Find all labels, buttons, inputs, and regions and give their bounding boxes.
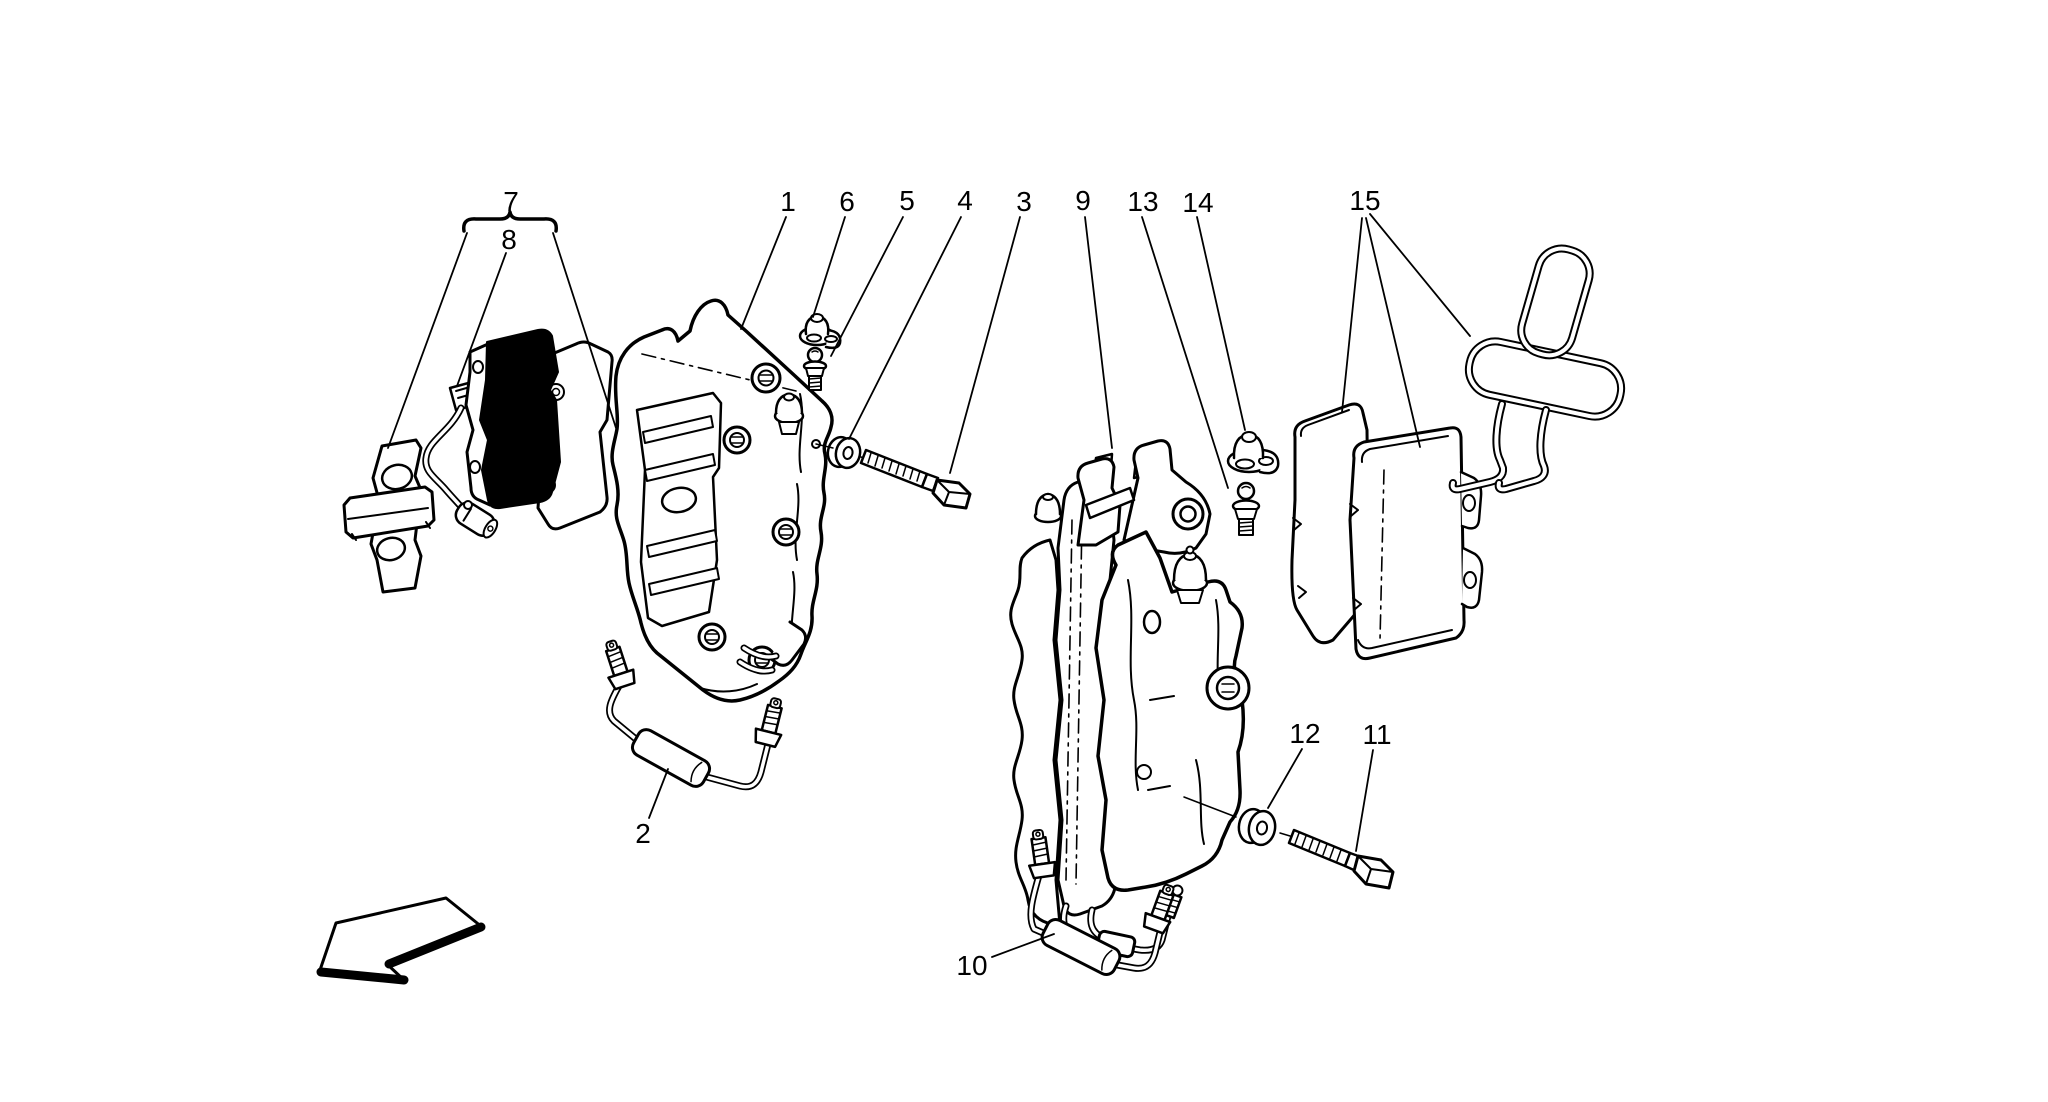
caliper-bolt-rear [1287, 828, 1395, 890]
leader-lines [387, 210, 1471, 958]
bleed-screw-dust-cap-rear [1226, 431, 1280, 475]
callout-8: 8 [501, 224, 517, 255]
front-brake-hose [604, 639, 783, 791]
bleed-screw-dust-cap-front [798, 313, 842, 350]
caliper-socket-bolt [771, 517, 801, 547]
callout-15: 15 [1349, 185, 1380, 216]
callout-4: 4 [957, 185, 973, 216]
callout-7-bracket [462, 210, 558, 233]
hose-fitting [1142, 883, 1175, 935]
hose-fitting [754, 697, 783, 749]
pad-spring-clip [1448, 244, 1626, 494]
callout-7: 7 [503, 186, 519, 217]
rear-brake-hose [1027, 828, 1175, 977]
callout-9: 9 [1075, 185, 1091, 216]
mounted-bleed-screw-boot [773, 392, 805, 435]
front-brake-pads [464, 328, 614, 531]
callout-3: 3 [1016, 186, 1032, 217]
rear-caliper-assembly [1009, 439, 1251, 959]
callout-labels: 7 8 1 6 5 4 3 9 13 14 15 2 10 12 11 [501, 185, 1391, 981]
mounted-bleed-screw-boot [1171, 545, 1209, 604]
callout-14: 14 [1182, 187, 1213, 218]
pad-wear-sensor [422, 380, 499, 539]
caliper-socket-bolt [722, 425, 752, 455]
callout-10: 10 [956, 950, 987, 981]
mounted-bleed-screw-boot [1033, 492, 1063, 524]
washer-rear [1183, 796, 1291, 847]
callout-11: 11 [1362, 719, 1391, 750]
callout-13: 13 [1127, 186, 1158, 217]
callout-1: 1 [780, 186, 796, 217]
front-caliper [610, 298, 834, 703]
caliper-socket-bolt [697, 622, 727, 652]
pad-retainer-bracket [342, 438, 436, 594]
bleed-screw-rear [1231, 481, 1261, 536]
hose-fitting [604, 639, 636, 691]
callout-12: 12 [1289, 718, 1320, 749]
callout-2: 2 [635, 818, 651, 849]
caliper-socket-bolt [750, 362, 782, 394]
direction-arrow-icon [316, 896, 486, 985]
caliper-bolt-front [859, 448, 972, 510]
callout-6: 6 [839, 186, 855, 217]
bleed-screw-front [802, 346, 828, 391]
hose-fitting [1027, 828, 1057, 880]
callout-5: 5 [899, 185, 915, 216]
washer-front [815, 435, 867, 470]
rear-brake-pads [1290, 402, 1484, 661]
